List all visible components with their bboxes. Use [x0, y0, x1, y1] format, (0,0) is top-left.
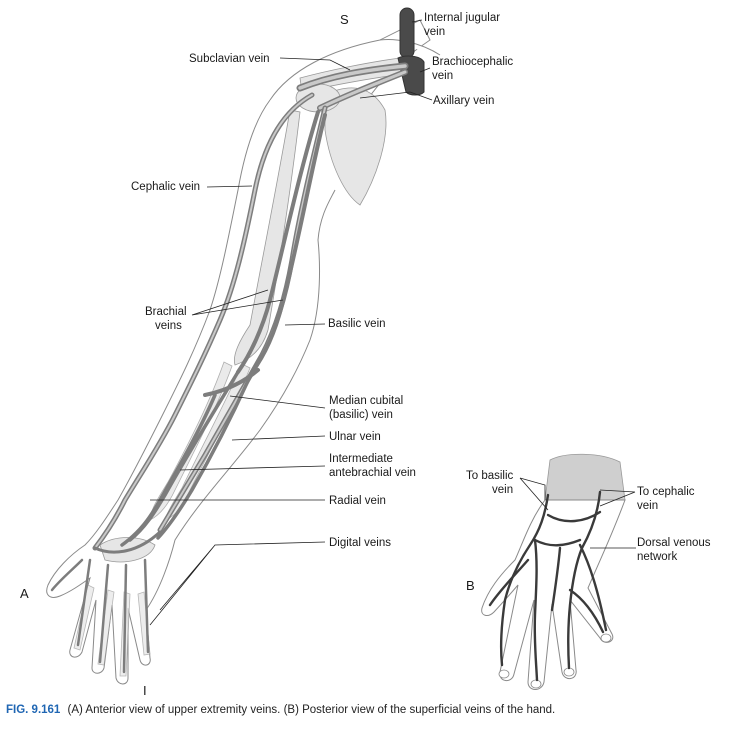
label-brachiocephalic-2: vein	[432, 70, 453, 82]
label-median-cubital-1: Median cubital	[329, 395, 403, 407]
label-radial: Radial vein	[329, 495, 386, 507]
label-brachial-2: veins	[155, 320, 182, 332]
label-cephalic: Cephalic vein	[131, 181, 200, 193]
label-brachial-1: Brachial	[145, 306, 187, 318]
hand-illustration	[481, 453, 626, 690]
label-median-cubital-2: (basilic) vein	[329, 409, 393, 421]
label-to-cephalic-2: vein	[637, 500, 658, 512]
label-dorsal-network-2: network	[637, 551, 678, 563]
label-brachiocephalic-1: Brachiocephalic	[432, 56, 513, 68]
caption-text: (A) Anterior view of upper extremity vei…	[67, 704, 556, 716]
marker-inferior: I	[143, 683, 147, 698]
marker-superior: S	[340, 12, 349, 27]
figure-number: FIG. 9.161	[6, 704, 61, 716]
label-basilic: Basilic vein	[328, 318, 386, 330]
label-to-cephalic-1: To cephalic	[637, 486, 695, 498]
figure-caption: FIG. 9.161 (A) Anterior view of upper ex…	[6, 704, 731, 726]
marker-panel-a: A	[20, 586, 29, 601]
labels: S I A B Internal jugular vein Subclavian…	[20, 12, 711, 698]
label-subclavian: Subclavian vein	[189, 53, 270, 65]
label-dorsal-network-1: Dorsal venous	[637, 537, 711, 549]
label-to-basilic-1: To basilic	[466, 470, 514, 482]
label-intermediate-2: antebrachial vein	[329, 467, 416, 479]
label-axillary: Axillary vein	[433, 95, 494, 107]
vein-anatomy-figure: S I A B Internal jugular vein Subclavian…	[20, 7, 711, 698]
marker-panel-b: B	[466, 578, 475, 593]
label-digital: Digital veins	[329, 537, 391, 549]
label-ulnar: Ulnar vein	[329, 431, 381, 443]
label-internal-jugular-2: vein	[424, 26, 445, 38]
arm-illustration	[46, 7, 441, 685]
label-intermediate-1: Intermediate	[329, 453, 393, 465]
label-internal-jugular-1: Internal jugular	[424, 12, 500, 24]
label-to-basilic-2: vein	[492, 484, 513, 496]
leader-lines	[149, 19, 636, 626]
